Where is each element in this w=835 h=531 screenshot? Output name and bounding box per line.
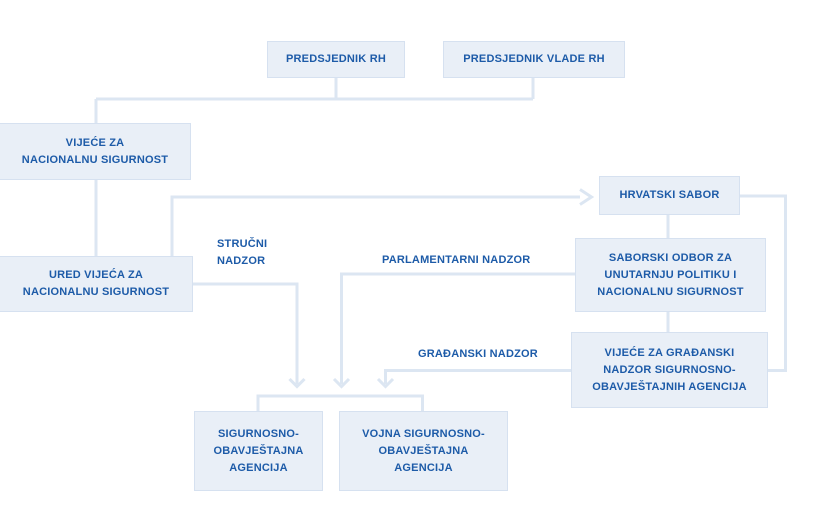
arrow-down-icon (332, 377, 351, 389)
node-hrvatski-sabor: HRVATSKI SABOR (599, 176, 740, 215)
node-label-line: OBAVJEŠTAJNA (378, 444, 469, 457)
edge-parlamentarni-nadzor (340, 272, 575, 384)
node-label: HRVATSKI SABOR (619, 189, 720, 201)
node-label-line: OBAVJEŠTAJNIH AGENCIJA (592, 380, 747, 393)
node-predsjednik-vlade-rh: PREDSJEDNIK VLADE RH (443, 41, 625, 78)
node-label-line: URED VIJEĆA ZA (48, 269, 144, 281)
node-saborski-odbor: SABORSKI ODBOR ZA UNUTARNJU POLITIKU I N… (575, 238, 766, 312)
node-label: PREDSJEDNIK VLADE RH (463, 53, 605, 65)
node-label-line: AGENCIJA (394, 461, 453, 474)
arrow-down-icon (288, 377, 306, 389)
node-label-line: VIJEĆE ZA GRAĐANSKI (604, 346, 735, 359)
node-label-line: SABORSKI ODBOR ZA (608, 251, 733, 264)
node-predsjednik-rh: PREDSJEDNIK RH (267, 41, 405, 78)
node-label-line: SIGURNOSNO- (217, 427, 300, 440)
node-ured-vijeca: URED VIJEĆA ZA NACIONALNU SIGURNOST (0, 256, 193, 312)
label-line: STRUČNI (217, 238, 268, 250)
edge-sabor-vgn-elbow (740, 194, 787, 372)
node-label-line: VIJEĆE ZA (65, 136, 125, 149)
node-label-line: OBAVJEŠTAJNA (213, 444, 304, 457)
edge-strucni-nadzor (192, 282, 299, 384)
label-parlamentarni-nadzor: PARLAMENTARNI NADZOR (382, 254, 531, 266)
edge-gradjanski-nadzor (384, 369, 571, 384)
edge-agencies-bracket (256, 394, 424, 411)
label-line: NADZOR (217, 255, 266, 267)
arrow-right-icon (579, 188, 595, 206)
label-gradjanski-nadzor: GRAĐANSKI NADZOR (418, 348, 538, 360)
node-label-line: AGENCIJA (229, 461, 288, 474)
node-label-line: NACIONALNU SIGURNOST (22, 286, 170, 298)
arrow-down-icon (376, 377, 395, 389)
edge-to-sabor (170, 195, 580, 257)
node-label-line: NACIONALNU SIGURNOST (597, 285, 744, 298)
node-label: PREDSJEDNIK RH (286, 53, 386, 65)
node-sigurnosno-obavjestajna-agencija: SIGURNOSNO- OBAVJEŠTAJNA AGENCIJA (194, 411, 323, 491)
node-vojna-sigurnosno-obavjestajna-agencija: VOJNA SIGURNOSNO- OBAVJEŠTAJNA AGENCIJA (339, 411, 508, 491)
node-vijece-za-nacionalnu-sigurnost: VIJEĆE ZA NACIONALNU SIGURNOST (0, 123, 191, 180)
node-vijece-gradjanski-nadzor: VIJEĆE ZA GRAĐANSKI NADZOR SIGURNOSNO- O… (571, 332, 768, 408)
node-label-line: NADZOR SIGURNOSNO- (603, 363, 736, 376)
node-label-line: NACIONALNU SIGURNOST (21, 153, 169, 166)
node-label-line: VOJNA SIGURNOSNO- (362, 427, 485, 440)
label-strucni-nadzor: STRUČNI NADZOR (217, 236, 267, 270)
node-label-line: UNUTARNJU POLITIKU I (604, 268, 737, 281)
